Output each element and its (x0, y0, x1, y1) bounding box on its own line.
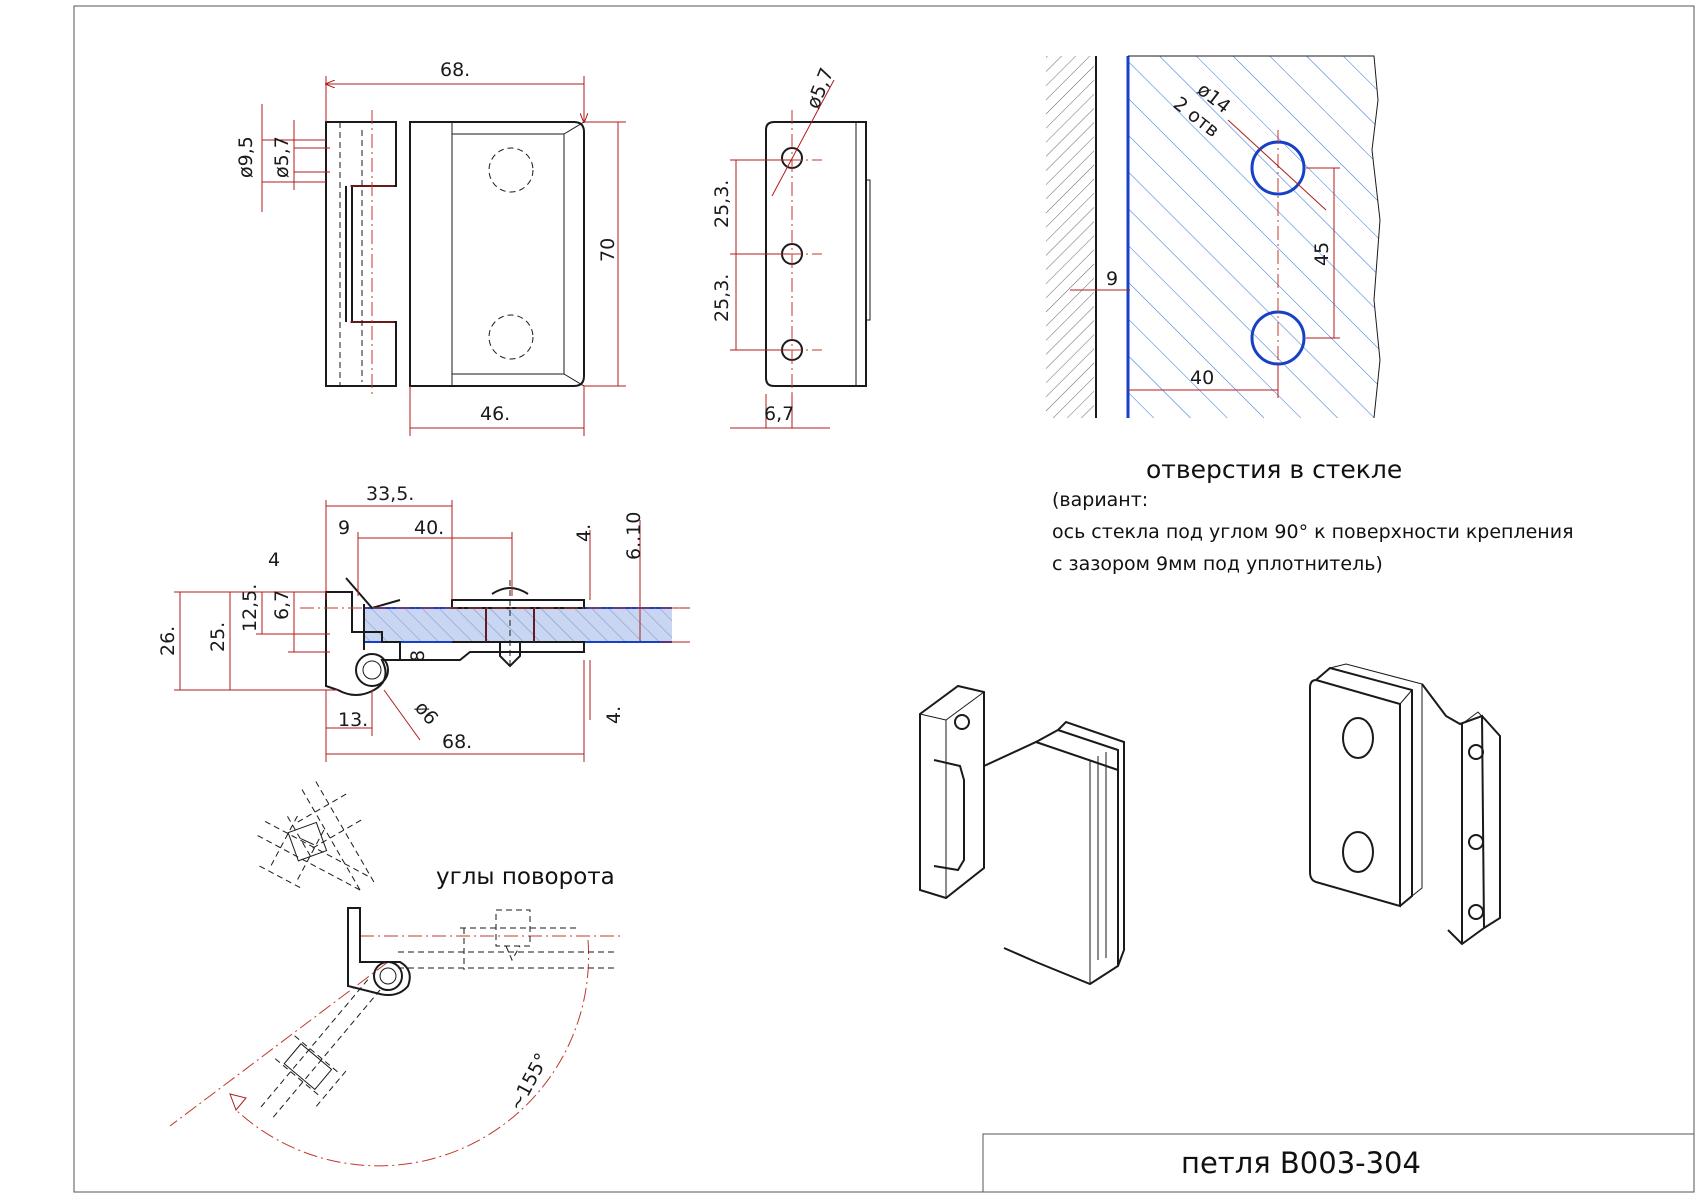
dim-hole-spacing: 45 (1311, 242, 1333, 266)
dim-pin-diameter: ø6 (410, 697, 442, 729)
note-line2: ось стекла под углом 90° к поверхности к… (1052, 521, 1574, 543)
dim-hole-d1: ø9,5 (235, 136, 257, 178)
title-block (982, 1133, 1695, 1193)
dim-glass-gap: 9 (1106, 268, 1118, 290)
rotation-label: углы поворота (436, 864, 615, 890)
note-line1: (вариант: (1052, 489, 1148, 511)
dim-side-spacing-2: 25,3. (711, 274, 733, 322)
iso-view-left (919, 684, 1125, 986)
dim-13: 13. (338, 709, 368, 731)
dim-8: 8 (407, 650, 429, 662)
glass-holes-detail (1046, 55, 1381, 419)
part-name: петля B003-304 (1181, 1146, 1421, 1180)
section-view (174, 500, 690, 762)
rotation-diagram (169, 777, 620, 1167)
side-view (730, 79, 871, 429)
dim-4-top: 4 (268, 549, 280, 571)
dim-front-height: 70 (597, 238, 619, 262)
dim-12-5: 12,5. (239, 584, 261, 632)
dim-4-bottom: 4. (603, 706, 625, 724)
dim-edge-distance: 40 (1190, 367, 1214, 389)
dim-33-5: 33,5. (366, 483, 414, 505)
front-view (261, 76, 626, 436)
dim-side-spacing-1: 25,3. (711, 180, 733, 228)
dim-25: 25. (207, 622, 229, 652)
dim-6-10: 6..10 (623, 512, 645, 560)
dim-6-7: 6,7 (271, 590, 293, 620)
dim-40: 40. (414, 517, 444, 539)
dim-side-edge: 6,7 (764, 403, 794, 425)
dim-side-hole: ø5,7 (802, 65, 838, 112)
dim-4-right: 4. (573, 524, 595, 542)
note-title: отверстия в стекле (1146, 455, 1402, 484)
dim-9: 9 (338, 517, 350, 539)
dim-hole-d2: ø5,7 (271, 136, 293, 178)
note-line3: с зазором 9мм под уплотнитель) (1052, 553, 1383, 575)
dim-front-width-top: 68. (440, 59, 470, 81)
dim-68: 68. (442, 731, 472, 753)
dim-26: 26. (157, 626, 179, 656)
sheet-frame (73, 5, 1695, 1193)
dim-front-width-bottom: 46. (480, 403, 510, 425)
iso-view-right (1309, 663, 1501, 946)
